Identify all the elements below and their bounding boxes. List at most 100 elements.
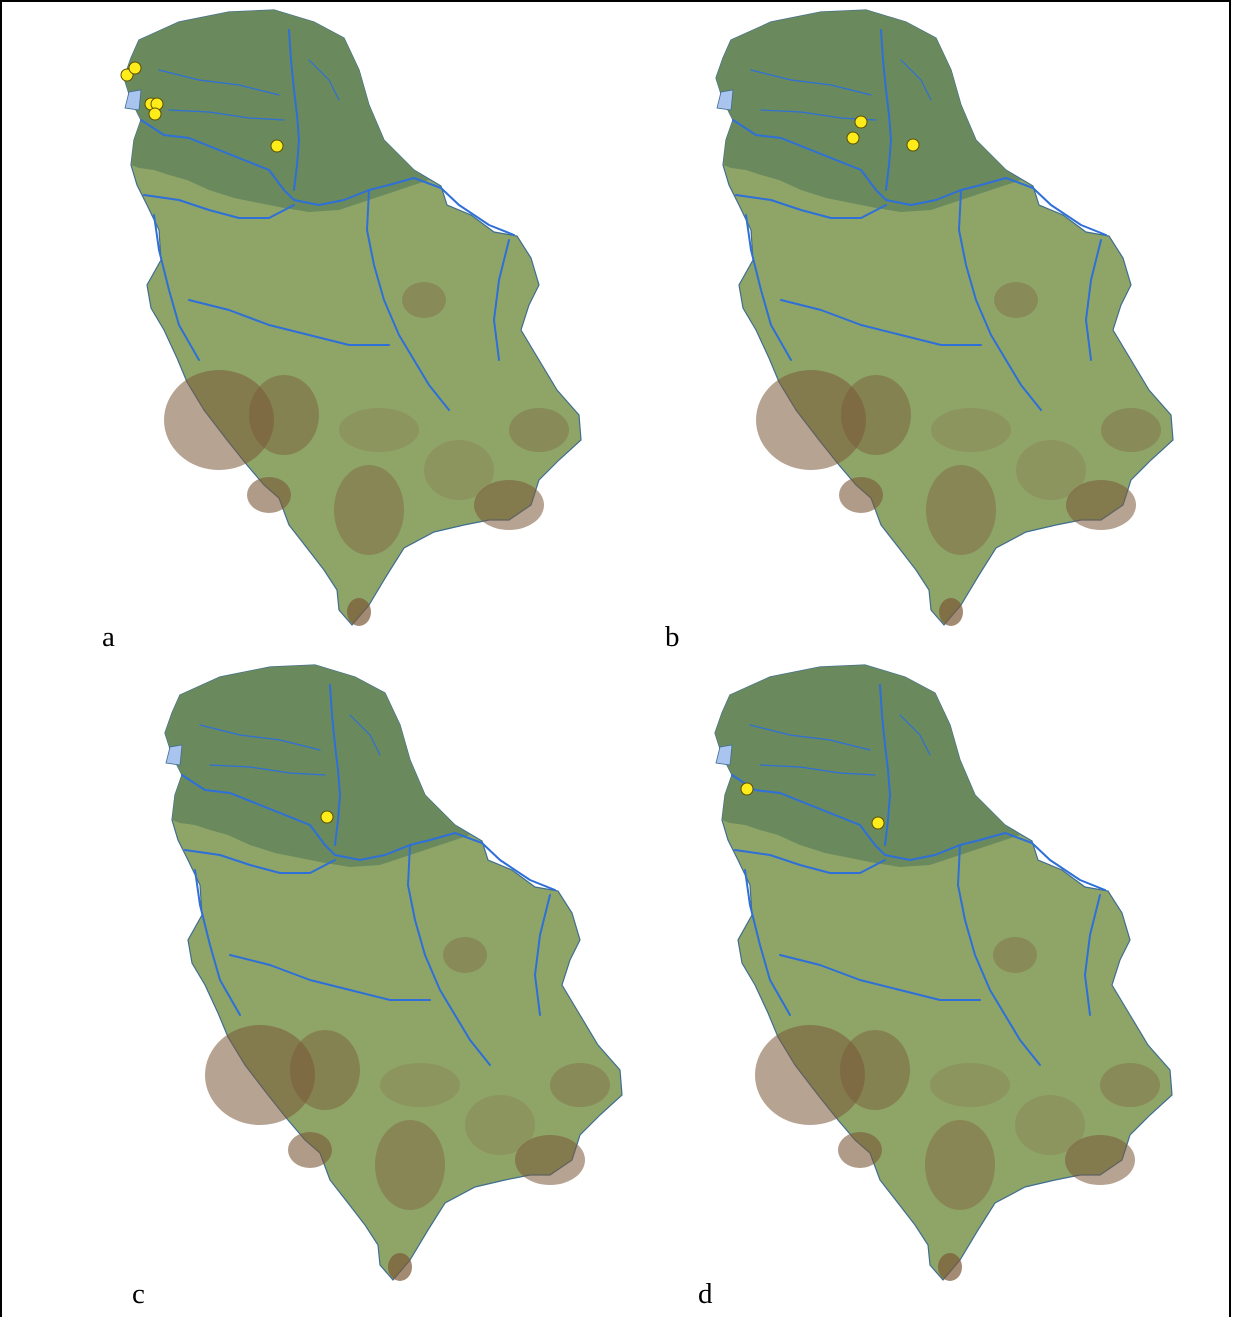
occurrence-marker: [740, 782, 754, 796]
map-panel-d: d: [645, 655, 1234, 1309]
west-morava-river: [229, 954, 431, 1001]
tisa-river: [329, 684, 341, 846]
mountain-area: [939, 598, 963, 626]
danube-river: [181, 774, 556, 891]
pannonian-plain: [165, 665, 470, 867]
rivers: [140, 29, 515, 411]
map-panel-b: b: [646, 0, 1234, 653]
tisa-river: [879, 684, 891, 846]
rivers: [181, 684, 556, 1066]
tisa-river: [880, 29, 892, 191]
mountain-area: [993, 937, 1037, 973]
mountain-area: [402, 282, 446, 318]
occurrence-markers: [740, 782, 885, 830]
mountain-area: [925, 1120, 995, 1210]
mountain-area: [443, 937, 487, 973]
mountain-area: [424, 440, 494, 500]
mountain-area: [474, 480, 544, 530]
danube-river: [140, 119, 515, 236]
mountain-area: [1065, 1135, 1135, 1185]
mountain-area: [550, 1063, 610, 1107]
occurrence-marker: [148, 107, 162, 121]
mountain-area: [838, 1132, 882, 1168]
mountain-area: [755, 1025, 865, 1125]
serbia-relief-map: [120, 9, 582, 626]
lake: [715, 744, 733, 766]
drina-river: [744, 869, 791, 1016]
rivers: [731, 684, 1106, 1066]
drina-river: [745, 214, 792, 361]
canal: [308, 59, 340, 101]
west-morava-river: [780, 299, 982, 346]
serbia-relief-map: [164, 664, 623, 1281]
mountain-area: [840, 1030, 910, 1110]
mountain-area: [249, 375, 319, 455]
canal: [750, 69, 872, 96]
mountain-area: [756, 370, 866, 470]
canal: [749, 724, 871, 751]
west-morava-river: [188, 299, 390, 346]
mountain-area: [931, 408, 1011, 452]
mountain-area: [994, 282, 1038, 318]
mountain-area: [288, 1132, 332, 1168]
mountain-area: [509, 408, 569, 452]
mountain-area: [930, 1063, 1010, 1107]
mountain-area: [380, 1063, 460, 1107]
lake: [716, 89, 734, 111]
mountain-area: [938, 1253, 962, 1281]
west-morava-river: [779, 954, 981, 1001]
occurrence-marker: [128, 61, 142, 75]
sava-river: [143, 194, 295, 219]
sava-river: [184, 849, 336, 874]
occurrence-marker: [871, 816, 885, 830]
mountain-area: [465, 1095, 535, 1155]
mountain-area: [334, 465, 404, 555]
mountain-area: [247, 477, 291, 513]
mountain-area: [1016, 440, 1086, 500]
mountain-area: [339, 408, 419, 452]
drina-river: [153, 214, 200, 361]
panel-label-a: a: [102, 621, 115, 653]
canal: [899, 714, 931, 756]
timok-river: [493, 239, 510, 361]
rivers: [732, 29, 1107, 411]
mountain-area: [164, 370, 274, 470]
morava-river: [407, 844, 491, 1066]
occurrence-marker: [320, 810, 334, 824]
mountain-area: [375, 1120, 445, 1210]
canal: [209, 764, 326, 776]
mountain-area: [515, 1135, 585, 1185]
mountain-area: [1066, 480, 1136, 530]
lake: [165, 744, 183, 766]
pannonian-plain: [716, 10, 1021, 212]
timok-river: [1084, 894, 1101, 1016]
occurrence-marker: [846, 131, 860, 145]
panel-label-d: d: [698, 1278, 713, 1310]
drina-river: [194, 869, 241, 1016]
canal: [900, 59, 932, 101]
occurrence-markers: [120, 61, 284, 153]
mountain-area: [347, 598, 371, 626]
danube-river: [731, 774, 1106, 891]
pannonian-plain: [715, 665, 1020, 867]
canal: [199, 724, 321, 751]
morava-river: [957, 844, 1041, 1066]
panel-label-b: b: [665, 621, 680, 653]
serbia-relief-map: [715, 9, 1174, 626]
panel-label-c: c: [132, 1278, 145, 1310]
mountain-area: [290, 1030, 360, 1110]
timok-river: [534, 894, 551, 1016]
map-panel-a: a: [44, 0, 644, 653]
occurrence-marker: [854, 115, 868, 129]
mountain-area: [1101, 408, 1161, 452]
mountain-area: [926, 465, 996, 555]
occurrence-marker: [906, 138, 920, 152]
morava-river: [958, 189, 1042, 411]
mountain-area: [1100, 1063, 1160, 1107]
canal: [349, 714, 381, 756]
timok-river: [1085, 239, 1102, 361]
serbia-relief-map: [714, 664, 1173, 1281]
mountain-area: [839, 477, 883, 513]
map-panel-c: c: [110, 655, 710, 1309]
pannonian-plain: [124, 10, 429, 212]
